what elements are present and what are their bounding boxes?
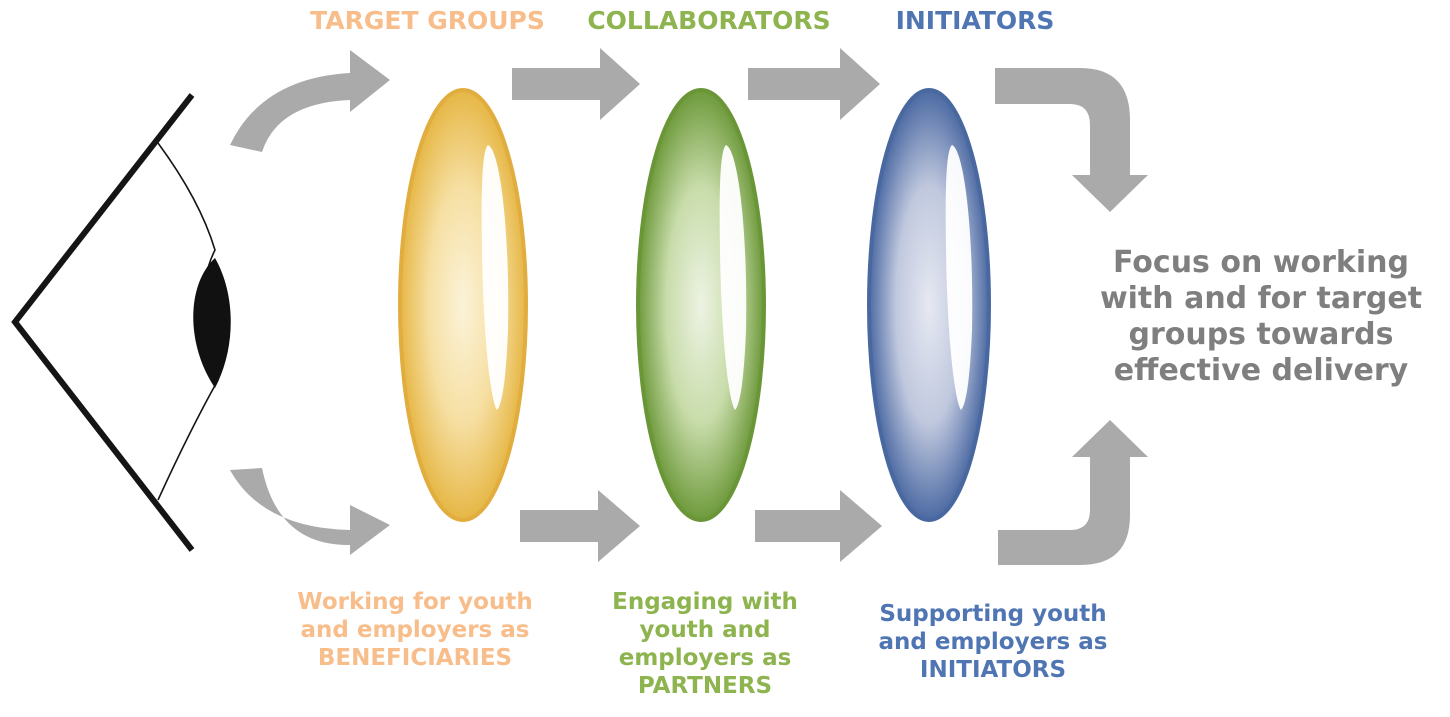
description-line: PARTNERS bbox=[637, 673, 773, 700]
arrow-icon bbox=[512, 48, 640, 120]
focus-line: groups towards bbox=[1128, 317, 1394, 352]
focus-line: effective delivery bbox=[1113, 353, 1409, 388]
description-line: Engaging with bbox=[612, 589, 798, 615]
focus-line: Focus on working bbox=[1113, 245, 1409, 280]
arrow-icon bbox=[995, 68, 1148, 212]
description-line: youth and bbox=[639, 617, 771, 644]
description-line: INITIATORS bbox=[919, 657, 1067, 684]
arrow-icon bbox=[230, 468, 390, 555]
description-partners: Engaging with youth and employers as PAR… bbox=[580, 588, 830, 700]
arrow-icon bbox=[748, 48, 880, 120]
lens-beneficiaries bbox=[398, 88, 528, 522]
description-line: and employers as bbox=[878, 629, 1108, 656]
arrow-icon bbox=[520, 490, 640, 562]
lens-initiators bbox=[867, 88, 991, 522]
description-initiators: Supporting youth and employers as INITIA… bbox=[848, 600, 1138, 684]
heading-initiators: INITIATORS bbox=[895, 6, 1055, 35]
description-line: employers as bbox=[618, 645, 792, 672]
heading-target-groups: TARGET GROUPS bbox=[310, 6, 545, 35]
eye-icon bbox=[11, 93, 231, 552]
focus-statement: Focus on working with and for target gro… bbox=[1076, 245, 1446, 389]
arrow-icon bbox=[755, 490, 882, 562]
focus-line: with and for target bbox=[1099, 281, 1423, 316]
description-line: Working for youth bbox=[297, 589, 533, 615]
description-line: and employers as bbox=[300, 617, 530, 644]
description-line: BENEFICIARIES bbox=[317, 645, 513, 672]
arrow-icon bbox=[998, 420, 1148, 565]
arrow-icon bbox=[230, 50, 390, 152]
lens-partners bbox=[636, 88, 766, 522]
description-line: Supporting youth bbox=[879, 601, 1107, 627]
heading-collaborators: COLLABORATORS bbox=[587, 6, 831, 35]
description-beneficiaries: Working for youth and employers as BENEF… bbox=[270, 588, 560, 672]
